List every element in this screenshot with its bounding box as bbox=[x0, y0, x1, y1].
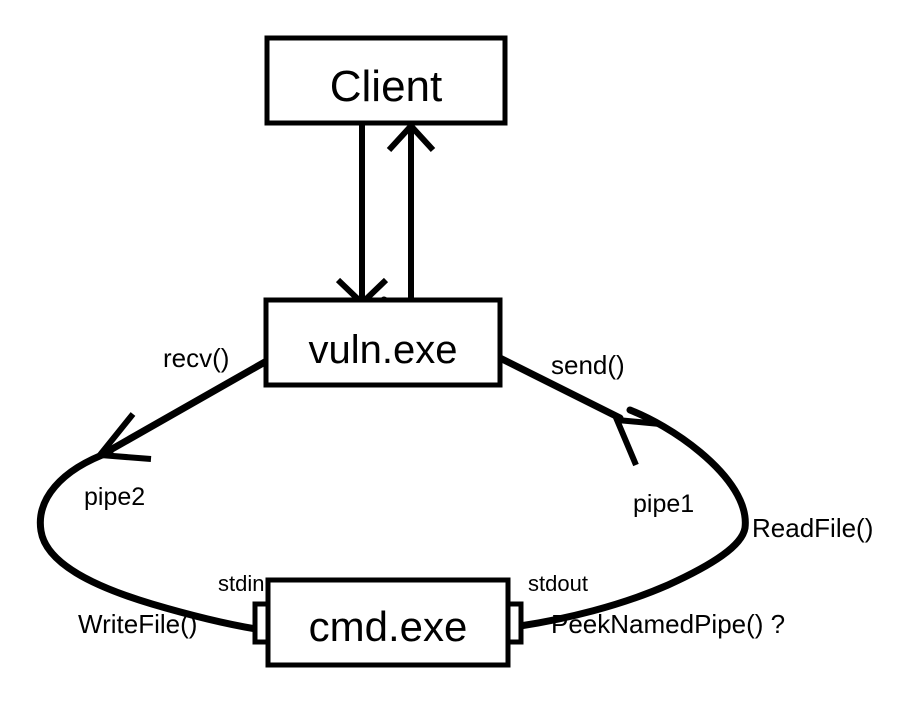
edge-client-to-vuln bbox=[335, 123, 389, 308]
label-writefile: WriteFile() bbox=[78, 609, 197, 639]
label-readfile: ReadFile() bbox=[752, 513, 873, 543]
label-pipe1: pipe1 bbox=[633, 490, 694, 518]
cmd-label: cmd.exe bbox=[309, 603, 468, 650]
label-pipe2: pipe2 bbox=[84, 483, 145, 511]
pipe2-lower-curve bbox=[36, 448, 260, 633]
client-box[interactable] bbox=[264, 35, 508, 126]
label-stdout: stdout bbox=[528, 571, 588, 596]
node-vuln[interactable]: vuln.exe bbox=[263, 297, 503, 388]
node-client[interactable]: Client bbox=[264, 35, 508, 126]
edge-vuln-to-client bbox=[386, 121, 436, 300]
label-peeknamedpipe: PeekNamedPipe() ? bbox=[551, 609, 785, 639]
label-recv: recv() bbox=[163, 343, 229, 373]
vuln-label: vuln.exe bbox=[309, 328, 458, 372]
arrow-head-up-icon bbox=[386, 121, 436, 153]
vuln-box[interactable] bbox=[263, 297, 503, 388]
cmd-box[interactable] bbox=[265, 577, 511, 668]
node-cmd[interactable]: cmd.exe bbox=[252, 577, 524, 668]
label-send: send() bbox=[551, 350, 625, 380]
client-label: Client bbox=[330, 62, 443, 111]
arrow-head-pipe1-icon bbox=[612, 416, 661, 467]
label-stdin: stdin bbox=[218, 571, 264, 596]
pipe1-lower-curve bbox=[516, 406, 749, 630]
